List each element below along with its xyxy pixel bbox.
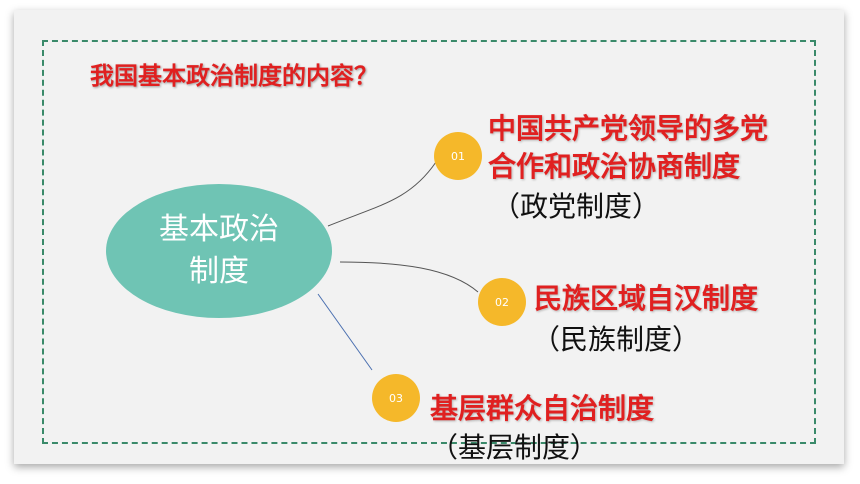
connector-02: [339, 261, 479, 293]
slide-title: 我国基本政治制度的内容？: [90, 62, 378, 90]
dashed-frame: [42, 40, 816, 444]
item-03-short-label: （基层制度）: [430, 431, 599, 464]
item-03-name-line1: 基层群众自治制度: [430, 392, 655, 425]
connector-03: [317, 293, 373, 371]
item-01-name-line2: 合作和政治协商制度: [488, 150, 741, 183]
item-02-name-line1: 民族区域自汉制度: [534, 282, 759, 315]
center-label-line2: 制度: [189, 254, 249, 289]
badge-03: 03: [372, 374, 420, 422]
item-01-name-line1: 中国共产党领导的多党: [488, 112, 769, 145]
connector-01: [327, 161, 437, 227]
item-02-short-label: （民族制度）: [532, 323, 701, 356]
item-01-short-label: （政党制度）: [492, 190, 661, 223]
center-node: 基本政治 制度: [106, 184, 332, 318]
badge-02: 02: [478, 278, 526, 326]
badge-01: 01: [434, 132, 482, 180]
center-label-line1: 基本政治: [159, 212, 279, 247]
